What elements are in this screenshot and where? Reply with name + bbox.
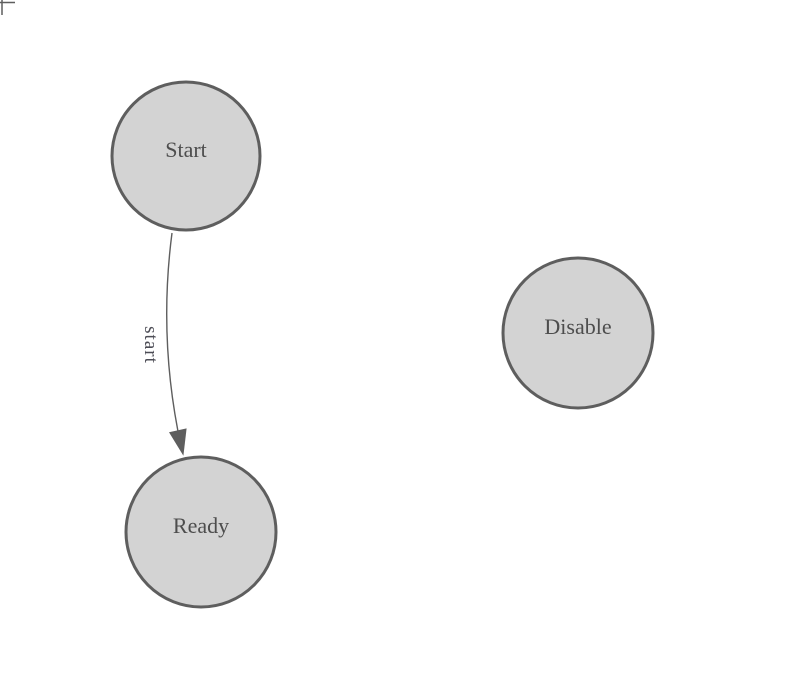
node-start[interactable]: Start	[110, 80, 262, 232]
node-ready-circle[interactable]	[124, 455, 278, 609]
node-start-label: Start	[165, 137, 207, 162]
canvas-corner-mark	[0, 0, 15, 15]
node-ready-label: Ready	[173, 513, 229, 538]
edge-label: start	[140, 326, 161, 364]
edge-path	[166, 232, 182, 447]
arrowhead-icon	[169, 428, 187, 456]
node-disable[interactable]: Disable	[501, 256, 655, 410]
node-disable-circle[interactable]	[501, 256, 655, 410]
node-ready[interactable]: Ready	[124, 455, 278, 609]
node-start-circle[interactable]	[110, 80, 262, 232]
edge-start-to-ready: start	[140, 232, 187, 456]
node-disable-label: Disable	[544, 314, 611, 339]
